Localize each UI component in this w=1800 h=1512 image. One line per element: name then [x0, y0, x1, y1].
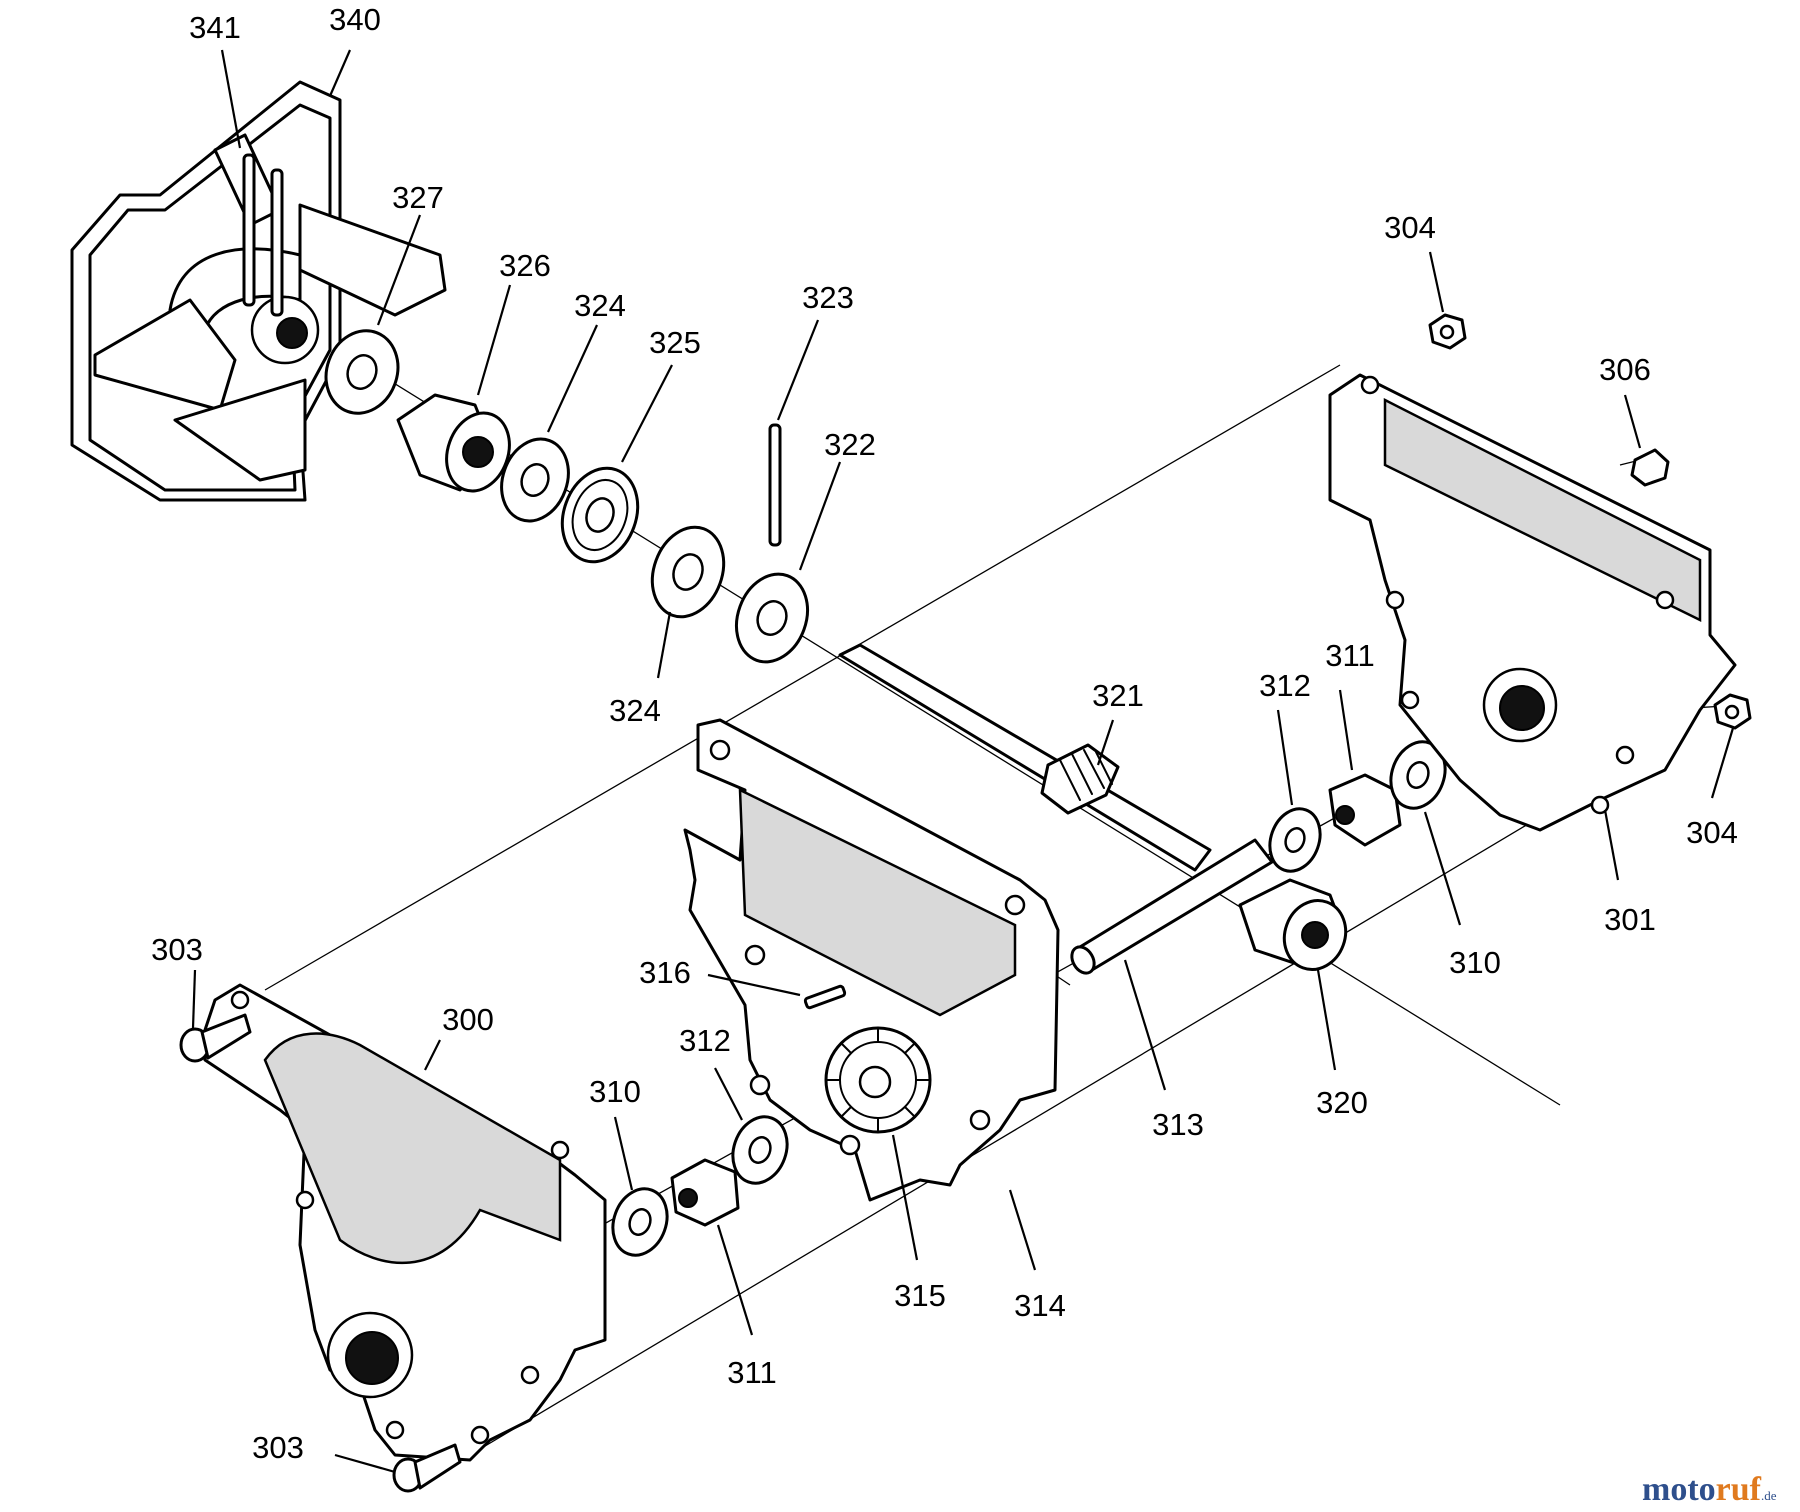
- part-321-worm-shaft: [838, 643, 1212, 872]
- part-300-left-gear-case: [203, 983, 607, 1462]
- callout-341: 341: [189, 10, 241, 45]
- part-324-thrust-washer-a: [500, 437, 570, 523]
- part-301-right-gear-case: [1328, 373, 1737, 832]
- callout-327: 327: [392, 180, 444, 215]
- callout-315: 315: [894, 1278, 946, 1313]
- watermark-ruf: ruf: [1716, 1471, 1762, 1508]
- callout-320: 320: [1316, 1085, 1368, 1120]
- part-311-bearing-left: [670, 1158, 740, 1227]
- part-325-thrust-bearing: [560, 466, 640, 564]
- part-310-washer-left: [611, 1187, 669, 1257]
- callout-323: 323: [802, 280, 854, 315]
- leader-lines: [191, 49, 1735, 1474]
- part-316-key: [803, 984, 847, 1010]
- part-341-roll-pins: [242, 153, 284, 317]
- callout-311-right: 311: [1325, 638, 1374, 673]
- part-323-pin: [768, 423, 782, 547]
- callout-312-left: 312: [679, 1023, 731, 1058]
- part-310-washer-right: [1389, 740, 1447, 810]
- callout-304-top: 304: [1384, 210, 1436, 245]
- part-327-washer: [324, 329, 400, 415]
- callout-340: 340: [329, 2, 381, 37]
- callout-310-left: 310: [589, 1074, 641, 1109]
- callout-labels: 341 340 327 326 324 325 323 322 324 304 …: [151, 2, 1738, 1465]
- callout-324-top: 324: [574, 288, 626, 323]
- callout-325: 325: [649, 325, 701, 360]
- callout-321: 321: [1092, 678, 1144, 713]
- callout-303-top: 303: [151, 932, 203, 967]
- callout-324-bottom: 324: [609, 693, 661, 728]
- watermark-moto: moto: [1642, 1471, 1716, 1508]
- watermark-text: motoruf.de: [1642, 1471, 1777, 1508]
- part-303-screw-bottom: [392, 1443, 462, 1493]
- watermark-tld: .de: [1761, 1488, 1777, 1503]
- callout-301: 301: [1604, 902, 1656, 937]
- part-312-washer-left: [731, 1115, 789, 1185]
- part-322-collar: [735, 572, 809, 664]
- callout-310-right: 310: [1449, 945, 1501, 980]
- callout-322: 322: [824, 427, 876, 462]
- part-304-hex-nut-right: [1713, 693, 1752, 730]
- part-311-bearing-right: [1328, 773, 1402, 847]
- callout-326: 326: [499, 248, 551, 283]
- part-320-bushing: [1238, 878, 1348, 971]
- callout-314: 314: [1014, 1288, 1066, 1323]
- callout-312-right: 312: [1259, 668, 1311, 703]
- part-340-housing-plate: [70, 80, 447, 502]
- part-303-screw-top: [179, 1013, 252, 1063]
- part-326-bushing: [396, 393, 511, 493]
- callout-311-left: 311: [727, 1355, 776, 1390]
- callout-304-right: 304: [1686, 815, 1738, 850]
- callout-313: 313: [1152, 1107, 1204, 1142]
- callout-300: 300: [442, 1002, 494, 1037]
- part-304-hex-nut-top: [1428, 313, 1467, 350]
- part-324-thrust-washer-b: [650, 525, 726, 619]
- part-312-washer-right: [1268, 807, 1322, 873]
- callout-303-bottom: 303: [252, 1430, 304, 1465]
- part-306-fitting: [1630, 448, 1670, 487]
- callout-306: 306: [1599, 352, 1651, 387]
- part-314-gasket: [683, 718, 1060, 1202]
- callout-316: 316: [639, 955, 691, 990]
- part-315-worm-gear: [824, 1026, 932, 1134]
- part-313-shaft: [1070, 838, 1274, 975]
- watermark-logo: motoruf.de: [1642, 1471, 1777, 1508]
